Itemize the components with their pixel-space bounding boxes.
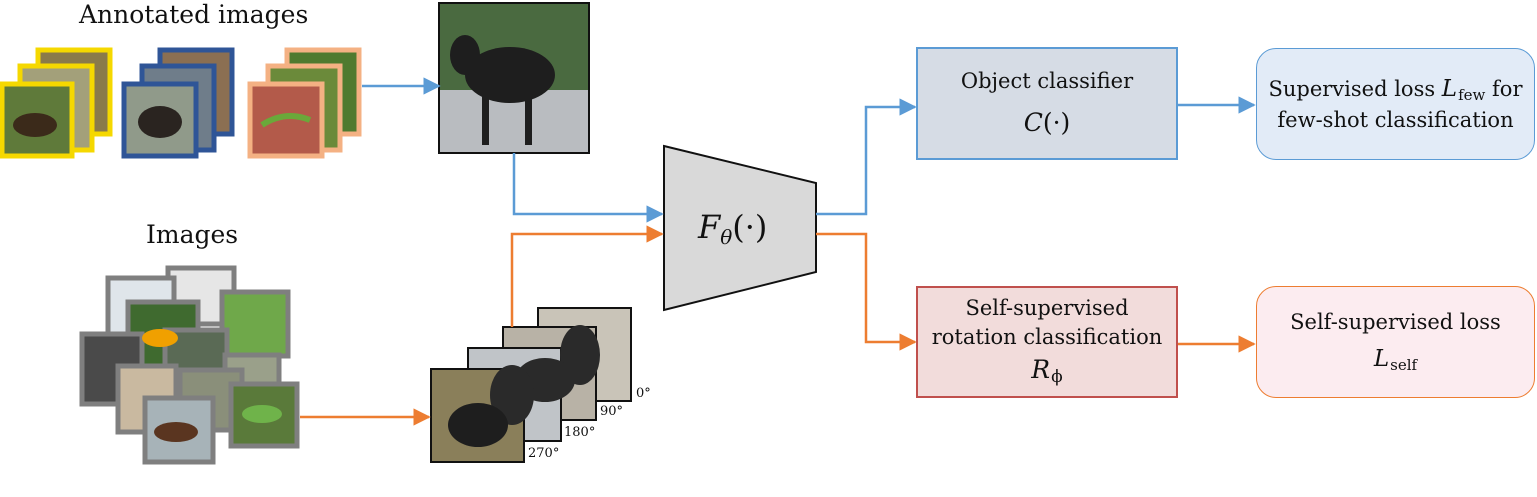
arrow-sample-to-encoder (512, 153, 664, 223)
self-loss-line1: Self-supervised loss (1290, 309, 1501, 334)
encoder-label: Fθ(·) (698, 208, 767, 249)
self-supervised-loss-box: Self-supervised loss Lself (1256, 286, 1535, 398)
supervised-loss-line1: Supervised loss Lfew for (1268, 73, 1522, 106)
supervised-loss-prefix: Supervised loss (1268, 76, 1442, 101)
rotation-label-180: 180° (564, 425, 596, 440)
supervised-loss-subscript: few (1458, 85, 1486, 104)
rotation-label-0: 0° (636, 386, 651, 401)
supervised-loss-line2: few-shot classification (1277, 107, 1514, 132)
annotated-images-title: Annotated images (79, 0, 309, 29)
classifier-arg: (·) (1042, 107, 1071, 137)
rotated-images-stack (430, 307, 632, 463)
encoder-arg: (·) (732, 208, 768, 246)
rotation-classifier-line2: rotation classification (931, 325, 1163, 350)
object-classifier-formula: C(·) (1024, 105, 1071, 140)
arrow-rotated-to-encoder (510, 225, 664, 327)
annotated-stack-navy (121, 47, 235, 159)
supervised-loss-suffix: for (1485, 76, 1523, 101)
supervised-loss-symbol: L (1441, 75, 1458, 102)
self-loss-formula: Lself (1374, 343, 1417, 376)
classifier-symbol: C (1023, 107, 1043, 137)
arrow-encoder-to-rotation (816, 232, 917, 351)
rotation-subscript: ϕ (1051, 367, 1063, 388)
rotation-label-270: 270° (528, 446, 560, 461)
supervised-loss-box: Supervised loss Lfew for few-shot classi… (1256, 48, 1535, 160)
rotation-classifier-box: Self-supervised rotation classification … (916, 286, 1178, 398)
images-title: Images (146, 220, 239, 249)
arrow-encoder-to-classifier (816, 98, 917, 216)
object-classifier-box: Object classifier C(·) (916, 47, 1178, 160)
object-classifier-label: Object classifier (960, 69, 1134, 94)
annotated-stack-yellow (0, 47, 113, 159)
annotated-sample-image (438, 2, 590, 154)
self-loss-subscript: self (1390, 356, 1418, 375)
unlabeled-images-collage (79, 265, 300, 465)
self-loss-symbol: L (1373, 346, 1390, 373)
rotation-classifier-formula: Rϕ (1031, 352, 1062, 390)
rotation-classifier-line1: Self-supervised (965, 295, 1129, 320)
encoder-symbol: F (698, 208, 721, 246)
encoder-block (663, 144, 817, 312)
annotated-stack-salmon (247, 47, 362, 159)
rotation-symbol: R (1031, 355, 1051, 385)
rotation-label-90: 90° (600, 404, 624, 419)
encoder-subscript: θ (720, 225, 733, 249)
